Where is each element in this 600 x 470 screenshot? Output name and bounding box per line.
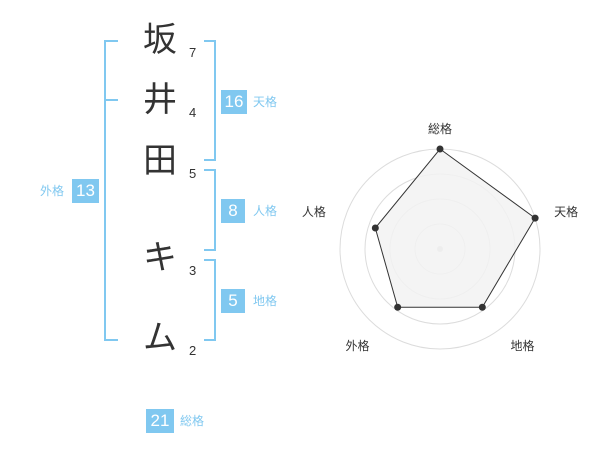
radar-point-5 [371, 224, 379, 232]
name-char-4: キ [143, 238, 177, 278]
radar-series-polygon [374, 148, 536, 308]
stroke-count-2: 4 [189, 105, 197, 120]
radar-point-2 [531, 214, 539, 222]
stroke-count-1: 7 [189, 45, 197, 60]
name-char-1: 坂 [143, 20, 177, 60]
radar-axis-label-5: 人格 [302, 204, 326, 219]
stroke-count-5: 2 [189, 343, 197, 358]
gaikaku-bracket [104, 40, 118, 341]
radar-point-3 [478, 303, 486, 311]
gaikaku-label: 外格 [40, 184, 65, 198]
soukaku-label: 総格 [180, 414, 205, 428]
gaikaku-value-badge: 13 [72, 179, 99, 203]
radar-point-1 [436, 145, 444, 153]
jinkaku-value-badge: 8 [221, 199, 245, 223]
name-char-3: 田 [143, 141, 177, 181]
gaikaku-bracket-tick [104, 99, 118, 101]
stroke-count-4: 3 [189, 263, 197, 278]
name-char-5: ム [143, 318, 177, 358]
tenkaku-bracket [204, 40, 216, 161]
tenkaku-label: 天格 [253, 95, 278, 109]
jinkaku-bracket [204, 169, 216, 251]
chikaku-bracket [204, 259, 216, 341]
jinkaku-label: 人格 [253, 204, 278, 218]
tenkaku-value-badge: 16 [221, 90, 247, 114]
soukaku-value-badge: 21 [146, 409, 174, 433]
radar-axis-label-1: 総格 [428, 121, 452, 136]
radar-axis-label-3: 地格 [511, 338, 535, 353]
chikaku-value-badge: 5 [221, 289, 245, 313]
chikaku-label: 地格 [253, 294, 278, 308]
stroke-count-3: 5 [189, 166, 197, 181]
radar-axis-label-2: 天格 [554, 204, 578, 219]
name-char-2: 井 [143, 80, 177, 120]
radar-point-4 [394, 303, 402, 311]
radar-axis-label-4: 外格 [345, 338, 369, 353]
